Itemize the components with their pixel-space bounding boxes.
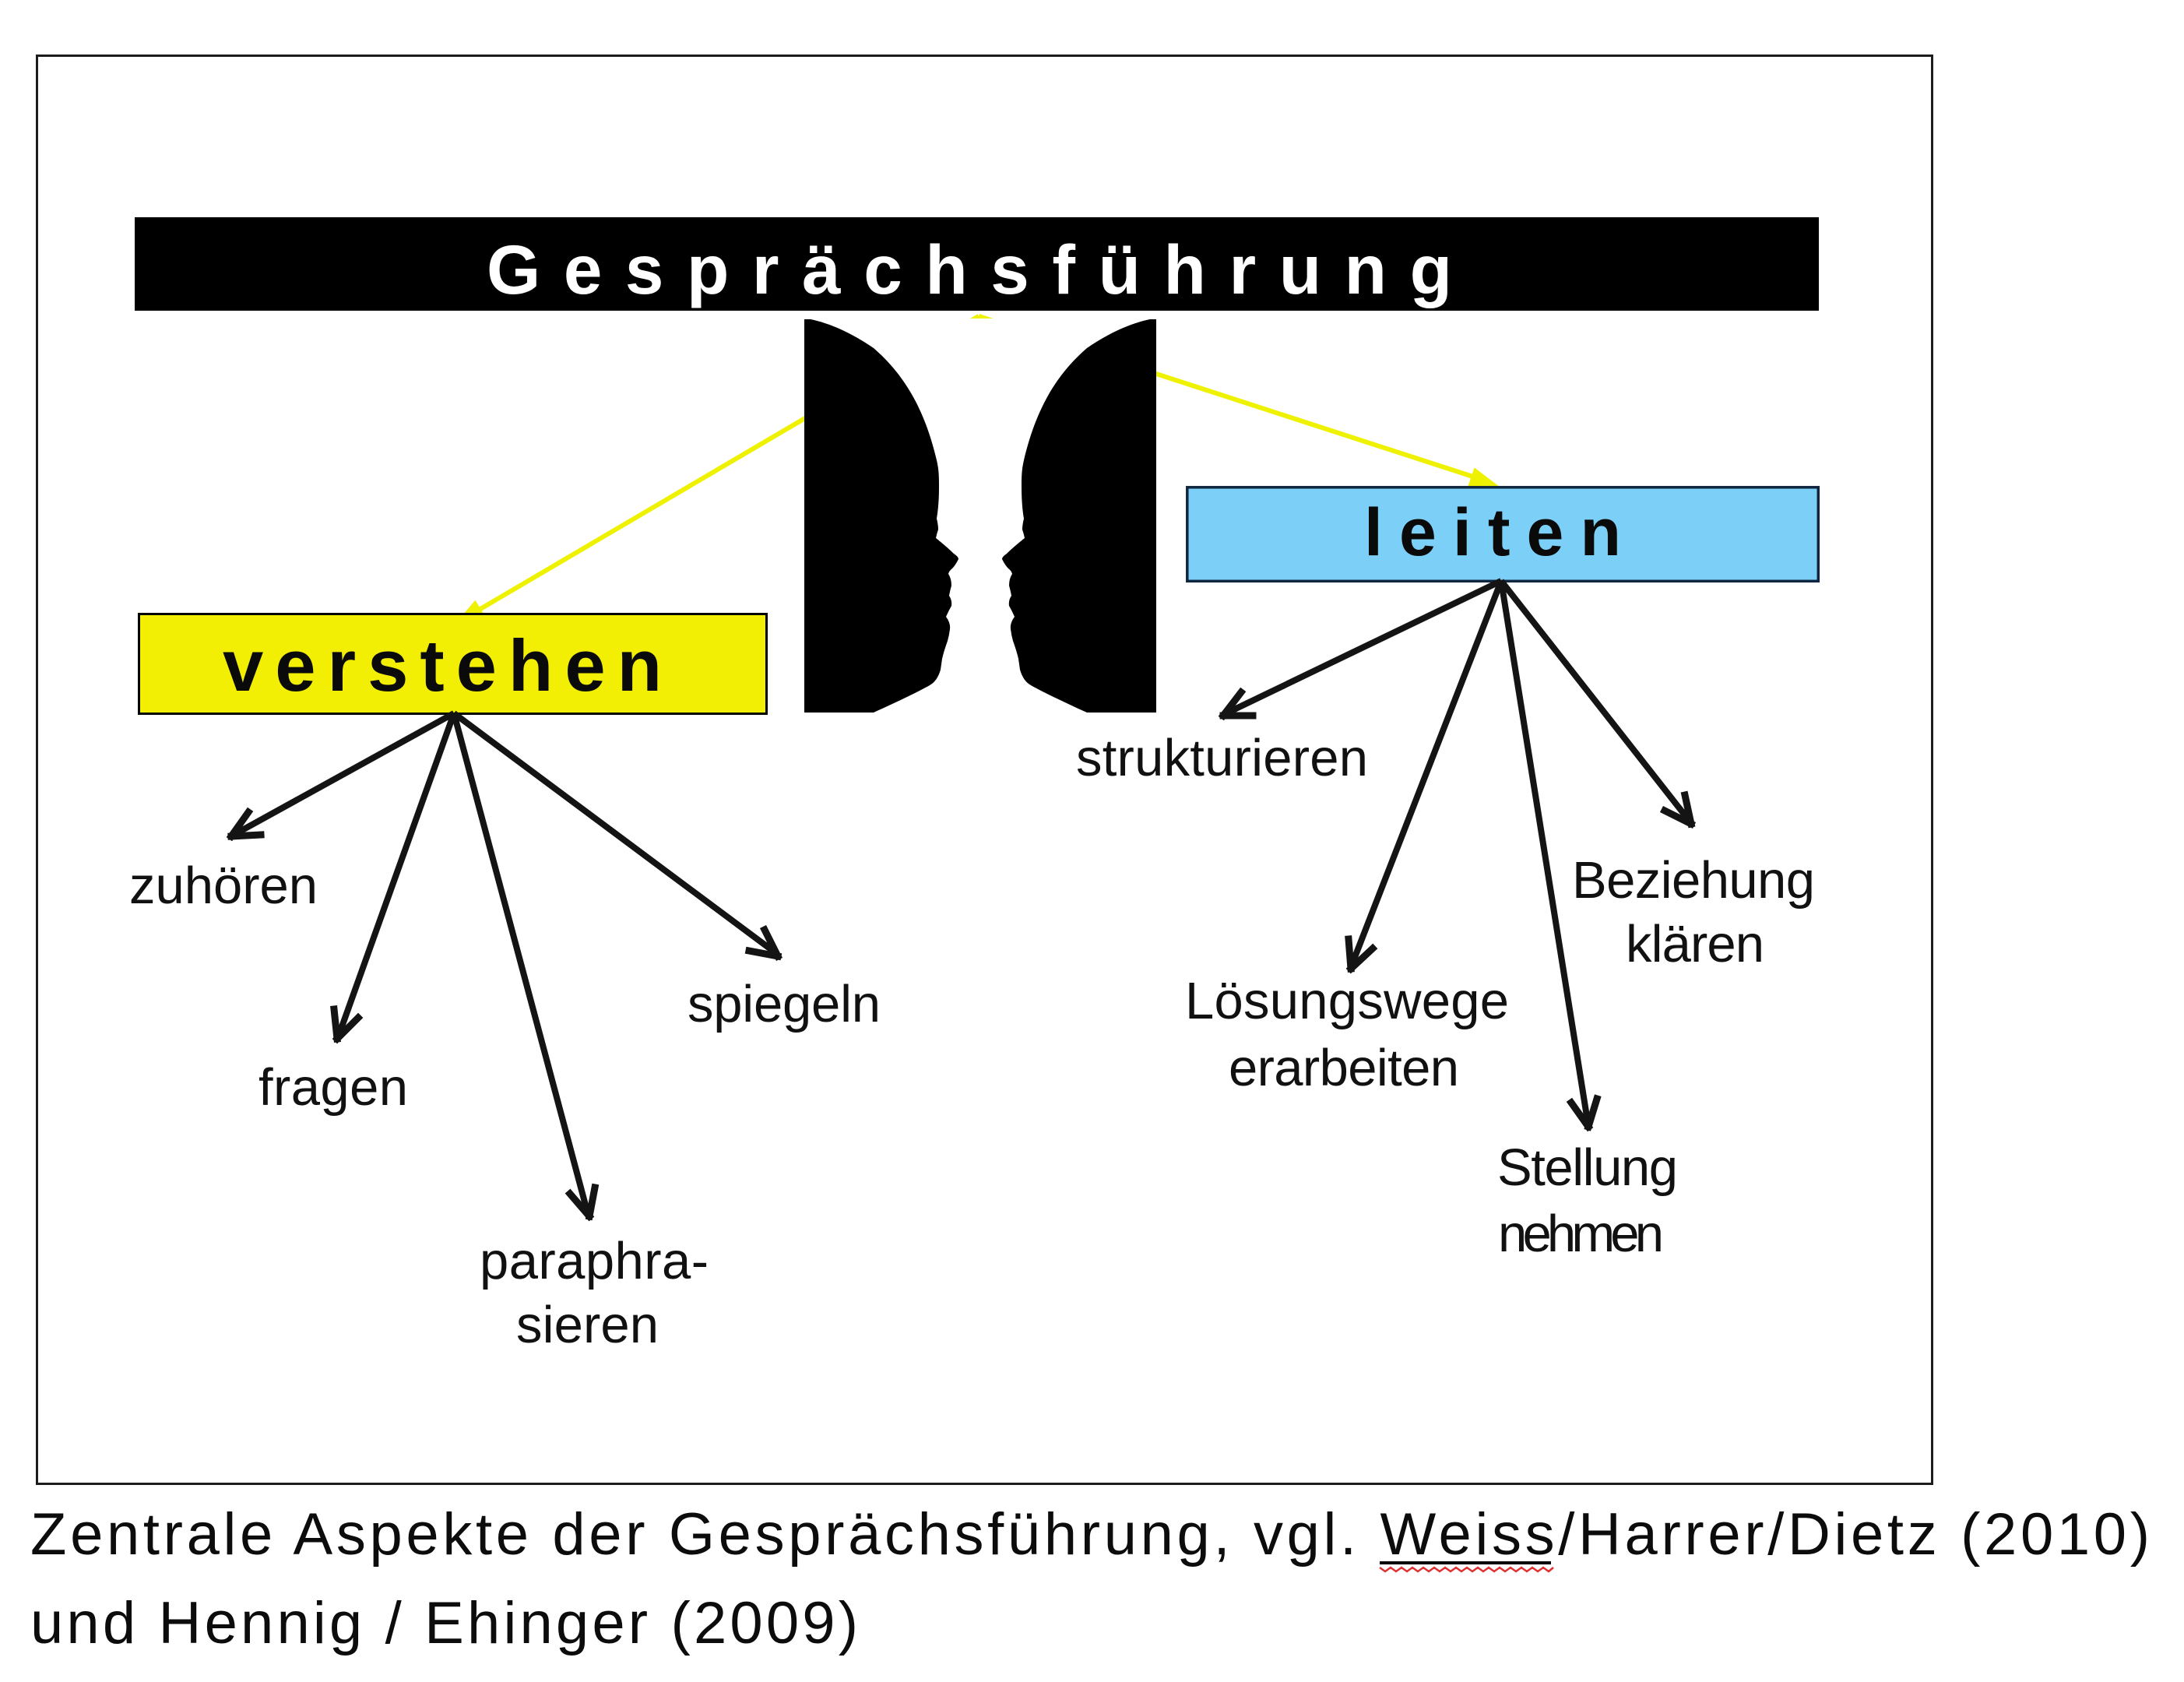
- svg-text:Lösungswege: Lösungswege: [1185, 972, 1509, 1030]
- svg-text:und Hennig / Ehinger (2009): und Hennig / Ehinger (2009): [30, 1590, 858, 1656]
- svg-text:Zentrale Aspekte der Gesprächs: Zentrale Aspekte der Gesprächsführung, v…: [30, 1501, 2150, 1568]
- svg-text:Beziehung: Beziehung: [1572, 851, 1815, 910]
- svg-text:klären: klären: [1626, 915, 1764, 973]
- svg-text:strukturieren: strukturieren: [1076, 729, 1368, 787]
- svg-text:spiegeln: spiegeln: [688, 975, 881, 1033]
- svg-text:Stellung: Stellung: [1497, 1138, 1678, 1197]
- svg-text:sieren: sieren: [516, 1296, 659, 1354]
- svg-text:fragen: fragen: [258, 1058, 408, 1117]
- svg-text:verstehen: verstehen: [223, 625, 662, 706]
- svg-text:leiten: leiten: [1364, 495, 1621, 570]
- svg-text:paraphra-: paraphra-: [480, 1232, 709, 1290]
- svg-text:zuhören: zuhören: [129, 857, 318, 915]
- svg-text:erarbeiten: erarbeiten: [1229, 1039, 1459, 1097]
- svg-text:nehmen: nehmen: [1498, 1205, 1664, 1263]
